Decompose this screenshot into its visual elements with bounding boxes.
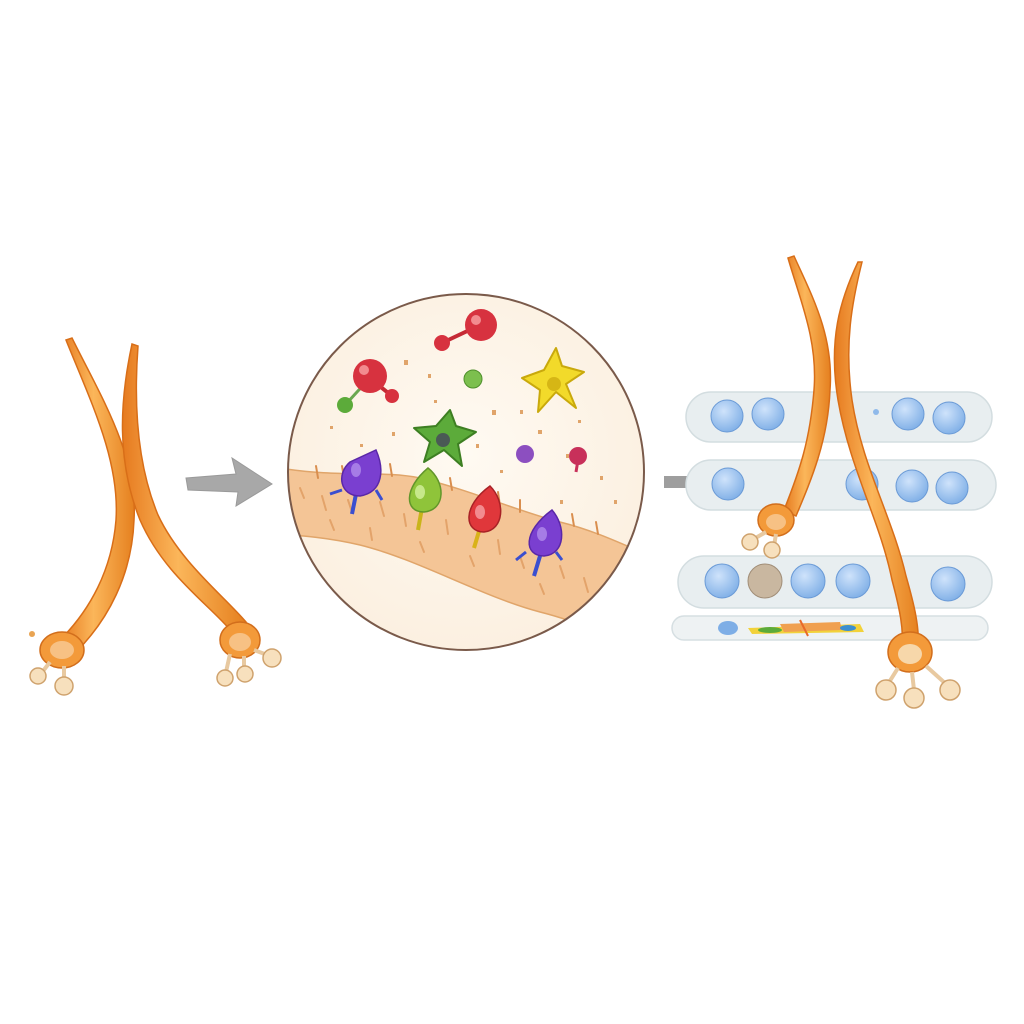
magnified-circle — [287, 293, 645, 651]
fiber-right-1 — [783, 255, 832, 518]
right-arrow — [185, 456, 273, 507]
vesicle-band-3 — [677, 555, 993, 609]
molecule-green-dot — [463, 369, 483, 389]
terminal-right-1 — [741, 503, 795, 559]
molecule-purple-dot — [516, 445, 534, 463]
molecule-red-dumbbell-top — [434, 309, 497, 351]
terminal-left-1 — [29, 631, 85, 696]
terminal-left-2 — [216, 621, 282, 687]
molecule-red-green — [337, 359, 399, 413]
vesicle-band-2 — [685, 459, 997, 511]
receptor-red — [468, 485, 502, 549]
molecule-magenta-pin — [569, 447, 587, 473]
vesicle-band-1 — [685, 391, 993, 443]
receptor-green — [408, 467, 442, 531]
right-panel — [671, 255, 997, 709]
vesicle-band-4 — [671, 615, 989, 641]
left-panel — [29, 337, 282, 696]
terminal-right-2 — [875, 631, 961, 709]
receptor-purple-2 — [515, 508, 564, 577]
fiber-left-1 — [58, 337, 136, 653]
scatter-dots — [330, 360, 617, 504]
receptor-purple-1 — [329, 449, 384, 515]
